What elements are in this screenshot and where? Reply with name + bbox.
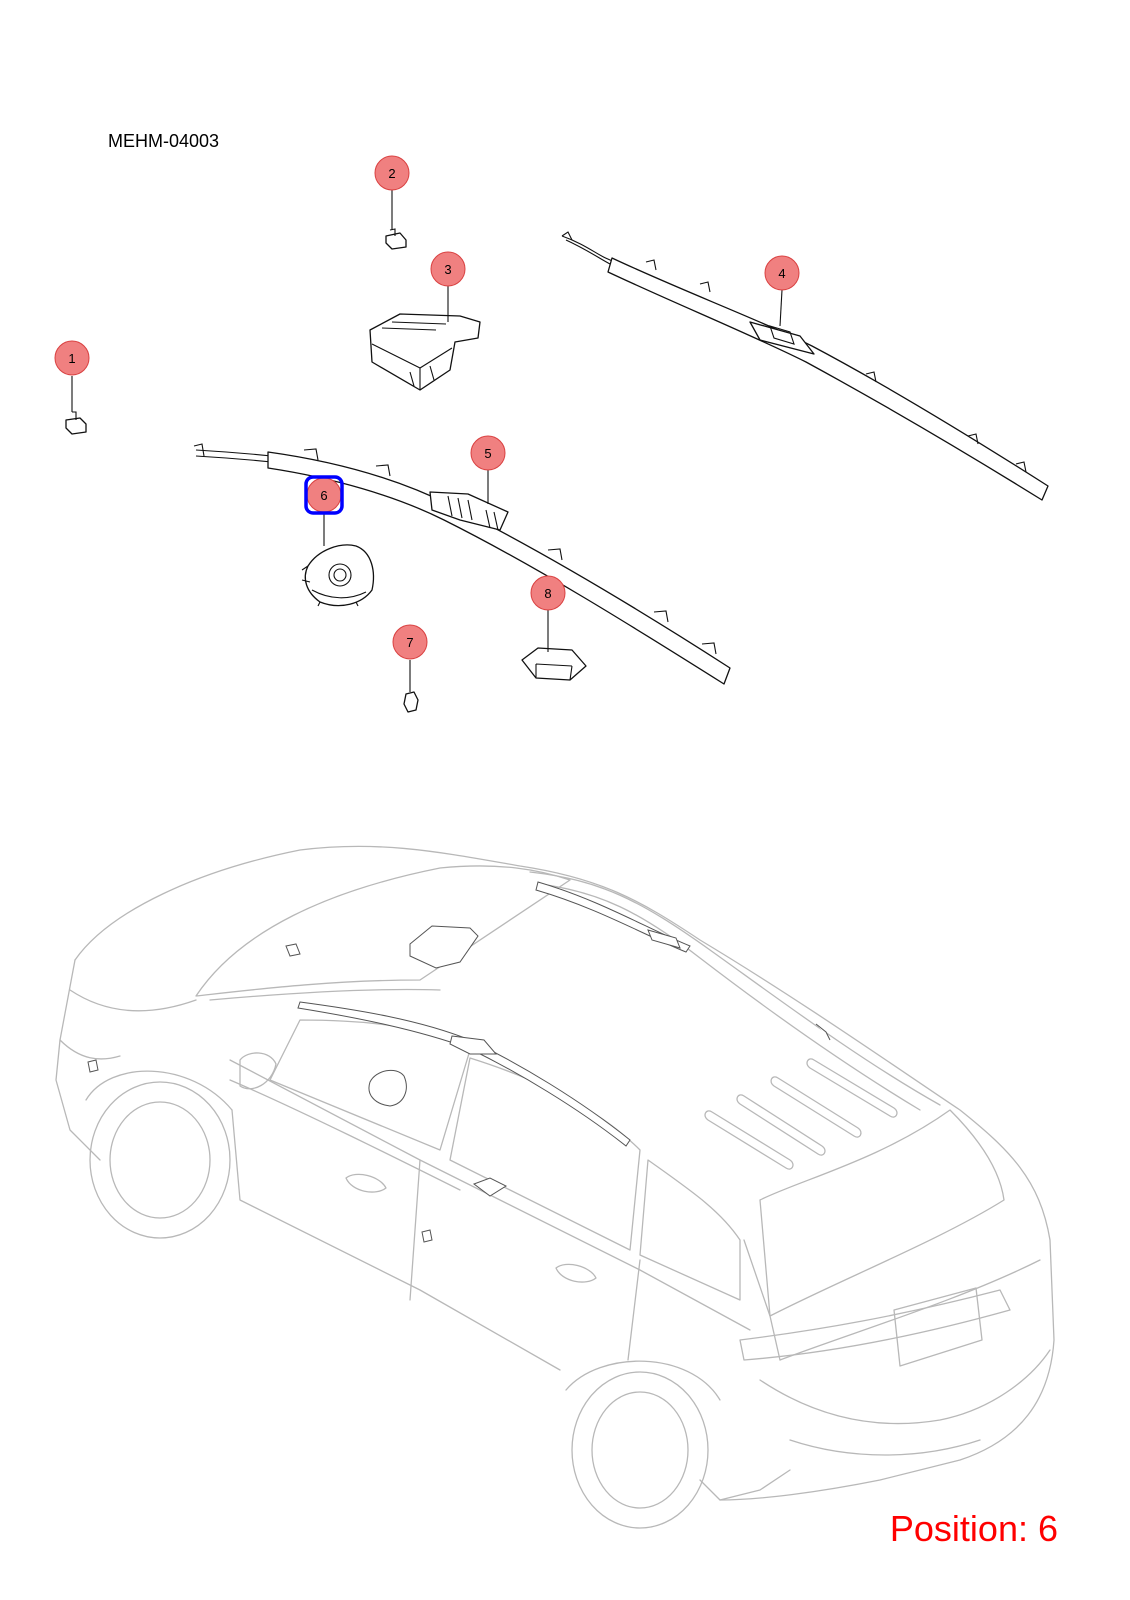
part-8-control-unit [521,647,587,681]
callout-6-label: 6 [320,488,327,503]
installed-parts-in-vehicle [87,881,831,1243]
callout-2[interactable]: 2 [374,155,410,191]
callout-7-label: 7 [406,635,413,650]
part-4-right-curtain-airbag [561,231,1049,501]
callout-4-label: 4 [778,266,785,281]
callout-5[interactable]: 5 [470,435,506,471]
position-label: Position: 6 [889,1508,1058,1549]
part-2-sensor [385,228,407,250]
diagram-code: MEHM-04003 [108,131,220,151]
part-1-sensor [65,411,87,435]
callout-3[interactable]: 3 [430,251,466,287]
part-7-sensor [403,691,419,713]
callout-7[interactable]: 7 [392,624,428,660]
callout-3-label: 3 [444,262,451,277]
selection-highlight [304,475,344,515]
callout-4[interactable]: 4 [764,255,800,291]
callout-1[interactable]: 1 [54,340,90,376]
callout-2-label: 2 [388,166,395,181]
part-6-driver-airbag-module [301,544,375,607]
leader-lines [71,190,783,692]
callout-8-label: 8 [544,586,551,601]
callout-6-selected[interactable]: 6 [304,475,344,515]
part-5-left-curtain-airbag [193,443,731,685]
callout-1-label: 1 [68,351,75,366]
callout-5-label: 5 [484,446,491,461]
vehicle-outline-illustration [55,845,1055,1529]
callout-8[interactable]: 8 [530,575,566,611]
part-3-passenger-airbag-module [369,313,481,391]
